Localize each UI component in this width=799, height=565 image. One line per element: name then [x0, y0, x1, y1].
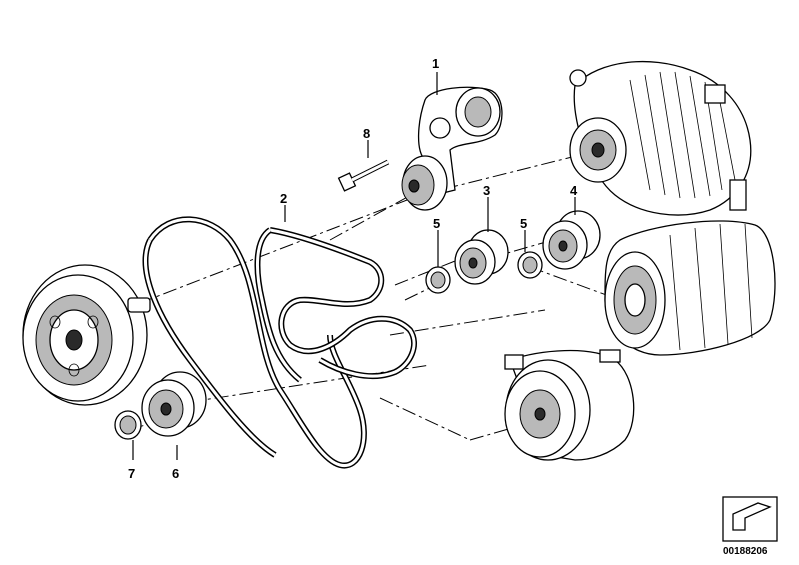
callout-7: 7	[128, 466, 135, 481]
idler-pulley-6	[141, 371, 207, 437]
reference-icon-box: 00188206	[722, 496, 778, 557]
crankshaft-vibration-damper	[22, 264, 151, 406]
callout-3: 3	[483, 183, 490, 198]
callout-2: 2	[280, 191, 287, 206]
cover-cap-5	[425, 266, 451, 294]
cover-cap-5b	[517, 251, 543, 279]
idler-pulley-3	[454, 229, 509, 285]
callout-5a: 5	[433, 216, 440, 231]
alternator	[569, 61, 752, 216]
idler-pulley-4	[542, 210, 601, 270]
bolt-8	[337, 159, 390, 192]
callout-8: 8	[363, 126, 370, 141]
callout-6: 6	[172, 466, 179, 481]
callout-1: 1	[432, 56, 439, 71]
power-steering-pump	[504, 349, 635, 461]
ac-compressor	[604, 179, 776, 356]
callout-5b: 5	[520, 216, 527, 231]
drive-belt	[142, 216, 417, 469]
cover-cap-7	[114, 410, 142, 440]
reference-number: 00188206	[723, 546, 768, 557]
callouts: 1 2 3 4 5 5 6 7 8	[128, 56, 578, 481]
callout-4: 4	[570, 183, 578, 198]
callout-leaders	[132, 72, 576, 460]
belt-tensioner	[401, 86, 503, 211]
